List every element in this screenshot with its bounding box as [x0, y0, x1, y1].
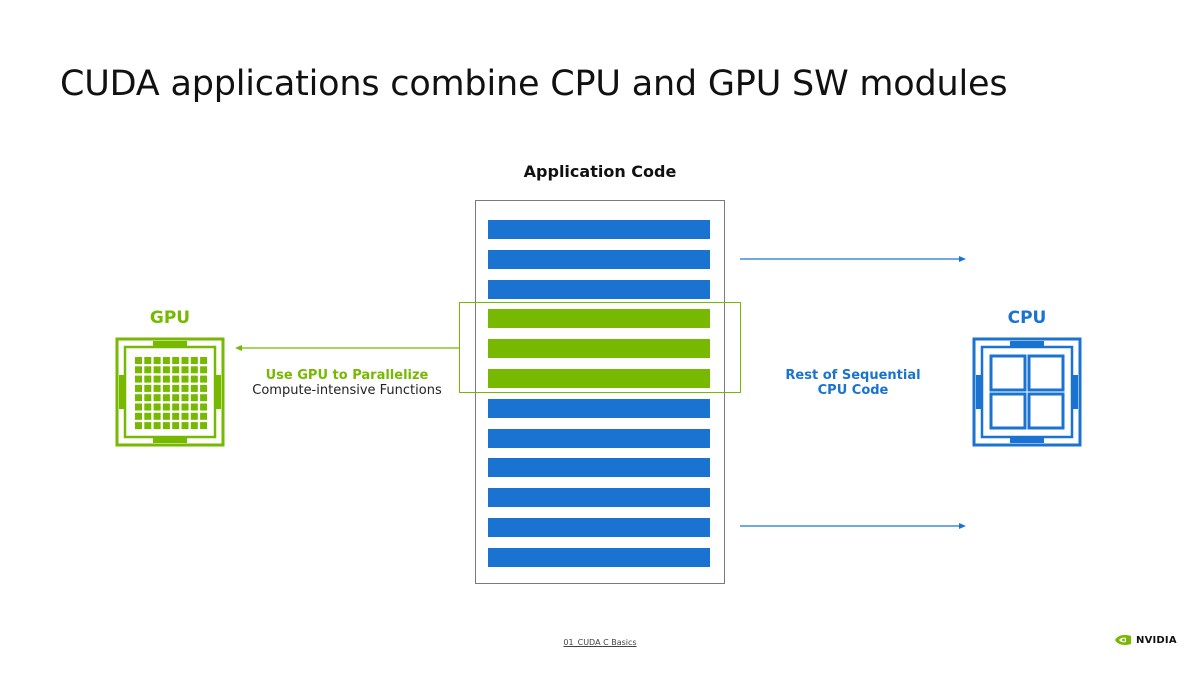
gpu-core-cell [181, 357, 189, 364]
cpu-title: CPU [1007, 308, 1047, 328]
gpu-core-cell [144, 403, 152, 411]
nvidia-logo: NVIDIA [1114, 634, 1177, 646]
gpu-core-cell [135, 422, 142, 430]
gpu-core-cell [200, 422, 208, 430]
gpu-core-cell [144, 412, 152, 420]
gpu-core-cell [190, 384, 198, 392]
gpu-core-cell [162, 394, 170, 402]
gpu-code-bar [488, 339, 710, 358]
gpu-core-cell [162, 403, 170, 411]
gpu-core-cell [153, 357, 161, 364]
cpu-label-line2: CPU Code [817, 383, 889, 398]
gpu-offload-label: Use GPU to Parallelize Compute-intensive… [236, 368, 458, 398]
gpu-core-cell [190, 357, 198, 364]
arrow-to-gpu-icon [235, 345, 460, 351]
gpu-core-cell [144, 366, 152, 374]
gpu-core-cell [172, 384, 180, 392]
gpu-core-cell [162, 412, 170, 420]
gpu-core-cell [162, 375, 170, 383]
arrow-to-cpu-bottom-icon [740, 523, 966, 529]
gpu-core-cell [153, 384, 161, 392]
cpu-label-line1: Rest of Sequential [785, 368, 921, 383]
footer-label[interactable]: 01_CUDA C Basics [563, 638, 637, 647]
gpu-core-cell [172, 375, 180, 383]
gpu-core-cell [135, 375, 142, 383]
gpu-core-cell [144, 394, 152, 402]
gpu-core-cell [153, 394, 161, 402]
gpu-core-cell [153, 403, 161, 411]
gpu-core-cell [162, 366, 170, 374]
gpu-core-cell [190, 375, 198, 383]
gpu-core-cell [181, 422, 189, 430]
gpu-core-cell [172, 394, 180, 402]
gpu-core-cell [144, 422, 152, 430]
cpu-code-bar [488, 518, 710, 537]
gpu-core-cell [144, 384, 152, 392]
gpu-core-cell [144, 375, 152, 383]
gpu-core-cell [153, 375, 161, 383]
gpu-core-cell [153, 422, 161, 430]
gpu-core-cell [190, 422, 198, 430]
gpu-core-cell [190, 394, 198, 402]
gpu-core-cell [172, 366, 180, 374]
cpu-code-bar [488, 458, 710, 477]
gpu-core-cell [135, 394, 142, 402]
gpu-core-cell [190, 412, 198, 420]
gpu-core-cell [135, 412, 142, 420]
gpu-chip-icon [115, 337, 225, 451]
gpu-core-cell [181, 403, 189, 411]
gpu-core-cell [135, 384, 142, 392]
gpu-label-line2: Compute-intensive Functions [252, 383, 442, 398]
gpu-label-line1: Use GPU to Parallelize [265, 368, 429, 383]
gpu-core-cell [200, 366, 208, 374]
cpu-code-bar [488, 280, 710, 299]
gpu-core-cell [153, 366, 161, 374]
gpu-code-bar [488, 369, 710, 388]
gpu-core-cell [162, 422, 170, 430]
cpu-code-bar [488, 250, 710, 269]
gpu-core-cell [190, 366, 198, 374]
gpu-title: GPU [149, 308, 191, 328]
cpu-code-bar [488, 220, 710, 239]
gpu-highlight-box [459, 302, 741, 393]
gpu-code-bar [488, 309, 710, 328]
gpu-core-cell [135, 403, 142, 411]
gpu-core-cell [162, 357, 170, 364]
gpu-core-cell [190, 403, 198, 411]
cpu-code-bar [488, 399, 710, 418]
nvidia-eye-icon [1115, 635, 1131, 645]
cpu-code-bar [488, 429, 710, 448]
gpu-core-cell [181, 375, 189, 383]
gpu-core-cell [144, 357, 152, 364]
gpu-core-cell [181, 366, 189, 374]
cpu-sequential-label: Rest of Sequential CPU Code [780, 368, 926, 398]
gpu-core-cell [172, 357, 180, 364]
gpu-core-cell [135, 366, 142, 374]
gpu-core-cell [172, 403, 180, 411]
gpu-core-cell [135, 357, 142, 364]
cpu-code-bar [488, 548, 710, 567]
gpu-core-cell [200, 394, 208, 402]
gpu-core-cell [200, 412, 208, 420]
slide-title: CUDA applications combine CPU and GPU SW… [60, 64, 1008, 104]
gpu-core-cell [181, 412, 189, 420]
gpu-core-cell [172, 412, 180, 420]
cpu-chip-icon [972, 337, 1082, 451]
cpu-code-bar [488, 488, 710, 507]
gpu-core-cell [181, 384, 189, 392]
gpu-core-cell [162, 384, 170, 392]
gpu-core-cell [153, 412, 161, 420]
gpu-core-cell [200, 375, 208, 383]
nvidia-logo-text: NVIDIA [1136, 634, 1177, 646]
gpu-core-cell [200, 384, 208, 392]
gpu-core-cell [200, 403, 208, 411]
gpu-core-cell [172, 422, 180, 430]
gpu-core-cell [181, 394, 189, 402]
application-code-label: Application Code [523, 162, 677, 181]
arrow-to-cpu-top-icon [740, 256, 966, 262]
gpu-core-cell [200, 357, 208, 364]
